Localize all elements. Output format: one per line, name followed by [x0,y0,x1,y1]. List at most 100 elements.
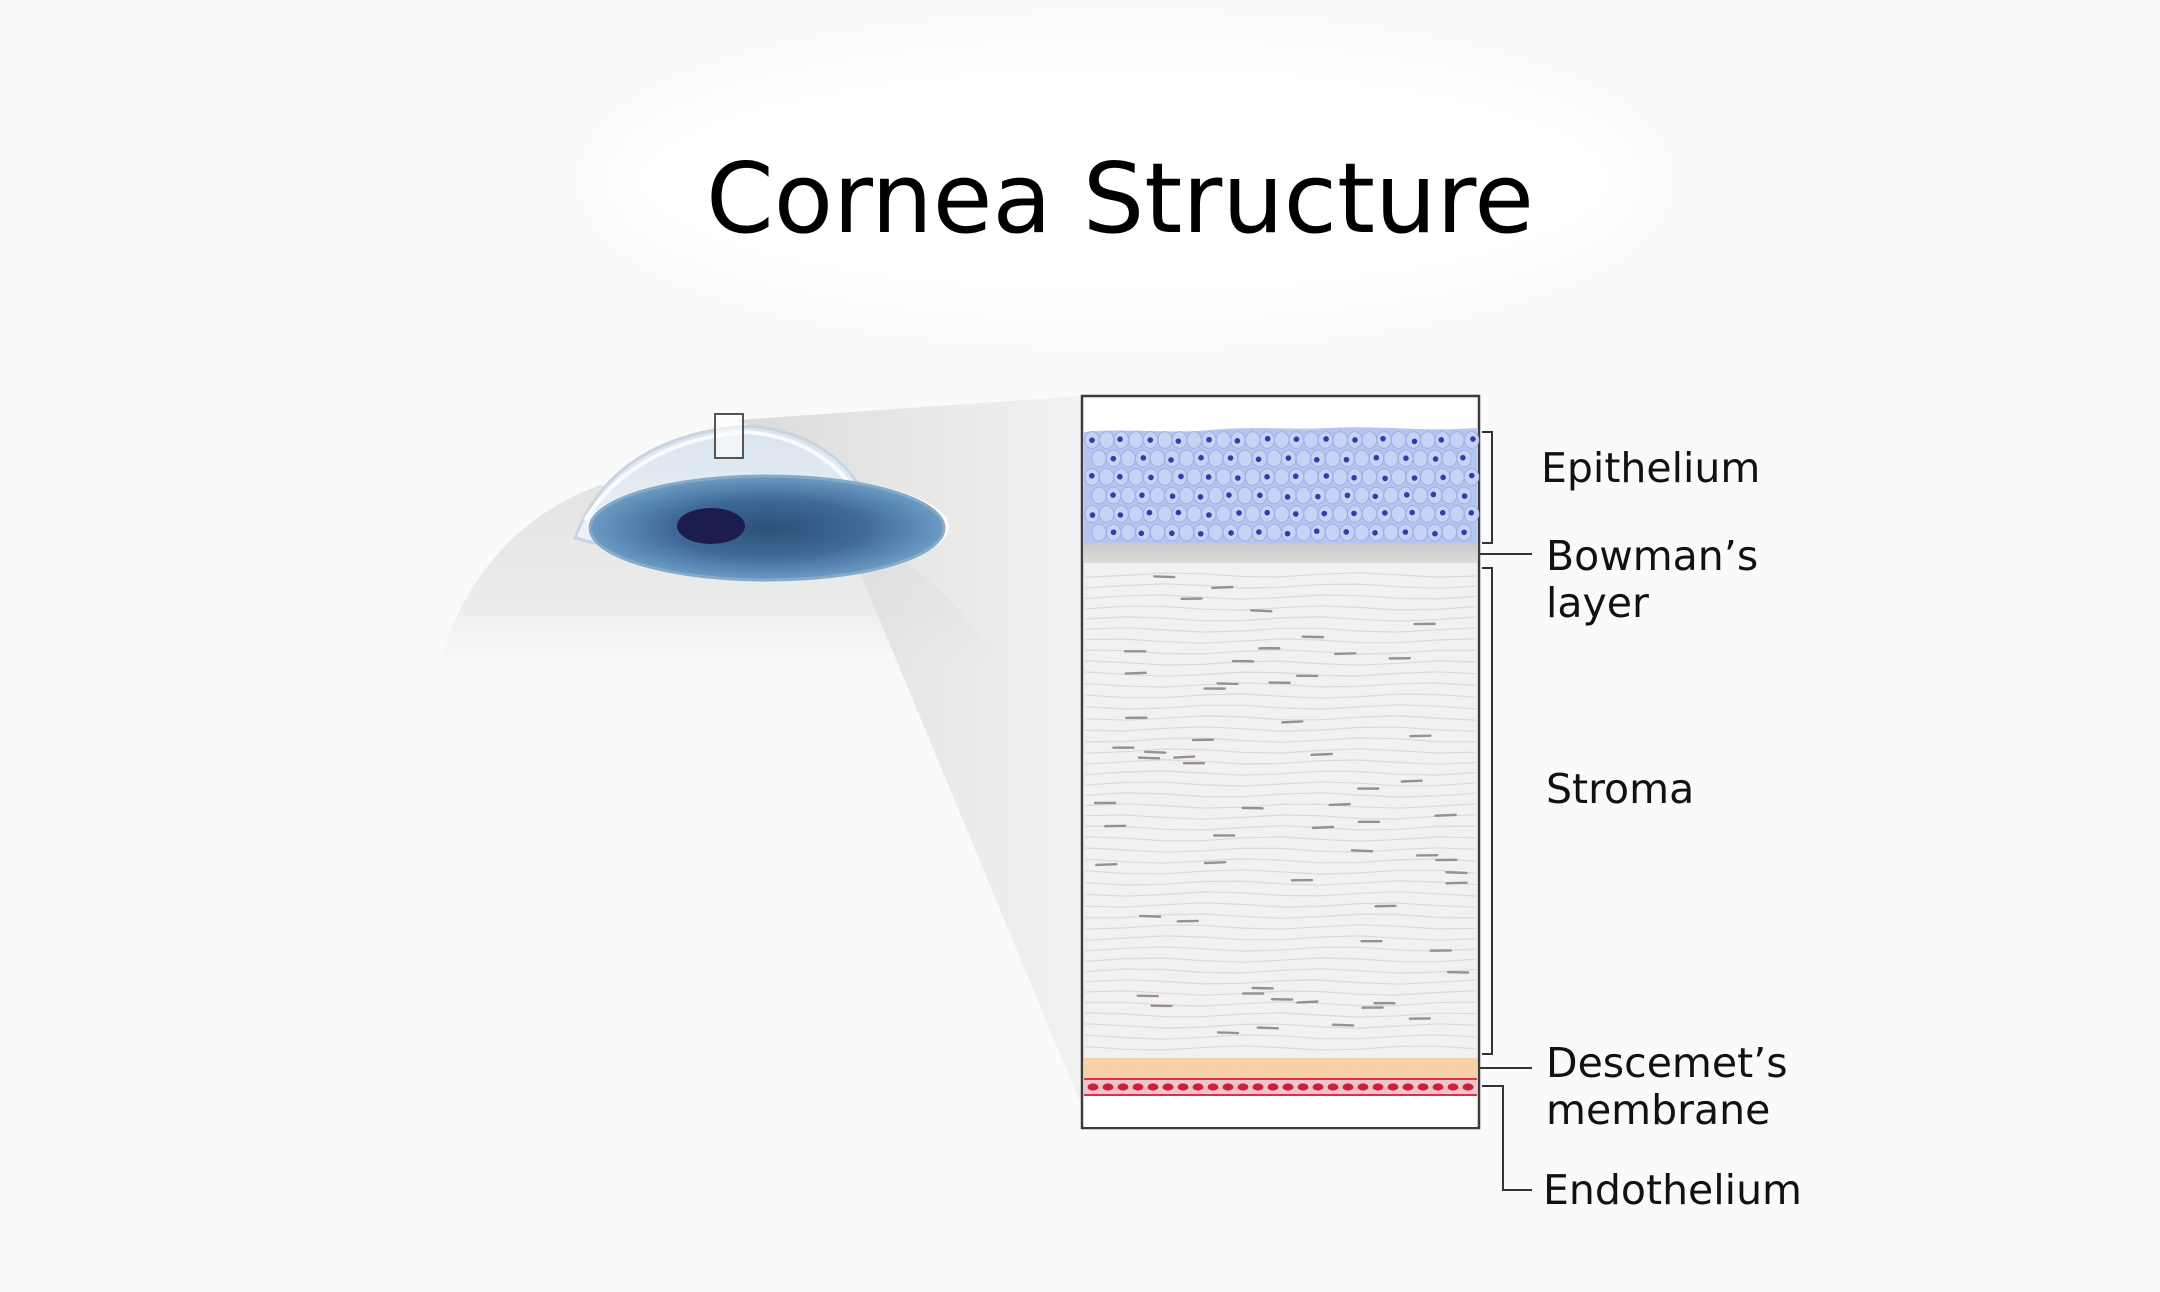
epithelium-cell [1295,449,1312,468]
epithelium-cell [1324,449,1341,468]
epithelium-nucleus [1313,456,1320,463]
epithelium-cell [1449,431,1465,449]
stroma-fiber [1085,649,1476,655]
stroma-fibers [1085,572,1477,1051]
epithelium-cell [1244,505,1261,523]
stroma-keratocyte [1211,585,1234,590]
endothelium-leader [1482,1085,1532,1191]
epithelium-nucleus [1147,437,1154,443]
endothelium-layer [1084,1078,1477,1096]
epithelium-nucleus [1227,455,1234,461]
endothelium-nucleus [1177,1083,1189,1091]
endothelium-nucleus [1447,1083,1459,1091]
epithelium-cell [1383,523,1399,542]
stroma-keratocyte [1310,752,1333,757]
epithelium-nucleus [1264,474,1270,480]
stroma-fiber [1085,836,1477,842]
epithelium-nucleus [1403,491,1410,498]
epithelium-cell [1324,486,1341,505]
endothelium-nucleus [1312,1083,1324,1091]
stroma-bracket [1482,567,1493,1055]
stroma-fiber [1085,913,1477,919]
stroma-keratocytes [1093,575,1470,1035]
epithelium-nucleus [1344,492,1351,499]
epithelium-nucleus [1292,511,1299,517]
stroma-fiber [1085,715,1477,721]
stroma-keratocyte [1095,862,1118,867]
stroma-keratocyte [1400,779,1423,783]
epithelium-nucleus [1264,435,1271,442]
epithelium-nucleus [1197,494,1204,500]
epithelium-cell [1098,431,1115,449]
epithelium-nucleus [1236,510,1242,516]
epithelium-cell [1266,486,1282,505]
stroma-keratocyte [1137,756,1161,760]
stroma-fiber [1085,759,1477,765]
epithelium-nucleus [1411,475,1418,481]
label-bowmans-line2: layer [1546,579,1649,627]
epithelium-nucleus [1411,438,1418,445]
epithelium-nucleus [1432,530,1438,537]
stroma-fiber [1085,781,1477,787]
epithelium-cell [1361,431,1378,449]
stroma-fiber [1085,935,1477,941]
endothelium-nucleus [1222,1083,1234,1091]
endothelium-nucleus [1282,1083,1294,1091]
epithelium-nucleus [1264,509,1270,516]
epithelium-nucleus [1382,475,1388,482]
stroma-fiber [1085,583,1477,589]
epithelium-cell [1244,468,1261,486]
epithelium-nucleus [1139,492,1145,498]
stroma-fiber [1085,693,1477,699]
epithelium-cell [1149,523,1166,542]
stroma-fiber [1085,1034,1477,1040]
epithelium-cell [1186,468,1202,486]
stroma-keratocyte [1250,609,1273,613]
epithelium-nucleus [1257,492,1263,499]
stroma-keratocyte [1173,755,1196,759]
stroma-fiber [1085,1001,1477,1007]
epithelium-cell [1412,449,1428,468]
epithelium-nucleus [1372,493,1379,500]
epithelium-nucleus [1228,530,1234,536]
epithelium-cell [1332,431,1348,449]
stroma-fiber [1085,869,1477,875]
epithelium-cell [1441,486,1458,505]
stroma-keratocyte [1445,871,1468,875]
epithelium-nucleus [1089,437,1095,443]
epithelium-nucleus [1175,509,1182,516]
endothelium-nucleus [1102,1083,1114,1091]
epithelium-cell [1215,468,1232,486]
epithelium-nucleus [1284,494,1291,500]
epithelium-nucleus [1169,530,1175,537]
epithelium-cell [1449,505,1465,523]
endothelium-nuclei [1087,1083,1474,1091]
epithelium-cell [1449,468,1465,486]
epithelium-cell [1128,505,1144,523]
epithelium-cell [1128,431,1144,449]
epithelium-nucleus [1117,473,1123,480]
endothelium-nucleus [1267,1083,1279,1091]
stroma-fiber [1085,737,1477,743]
epithelium-cell [1208,449,1224,468]
stroma-keratocyte [1124,671,1147,675]
stroma-layer [1084,560,1477,1060]
epithelium-nucleus [1110,455,1117,462]
epithelium-cell [1274,505,1290,523]
diagram-title: Cornea Structure [706,142,1534,255]
stroma-fiber [1085,594,1477,600]
stroma-keratocyte [1328,802,1351,807]
epithelium-nucleus [1197,530,1204,537]
stroma-fiber [1085,748,1477,754]
epithelium-cell [1383,486,1399,505]
label-descemets-line2: membrane [1546,1086,1771,1134]
epithelium-nucleus [1373,454,1380,461]
epithelium-cell [1332,505,1348,523]
epithelium-bracket [1482,431,1493,544]
epithelium-cell [1354,449,1370,468]
epithelium-nucleus [1315,493,1321,500]
epithelium-cell [1149,486,1166,505]
epithelium-cell [1157,468,1173,486]
